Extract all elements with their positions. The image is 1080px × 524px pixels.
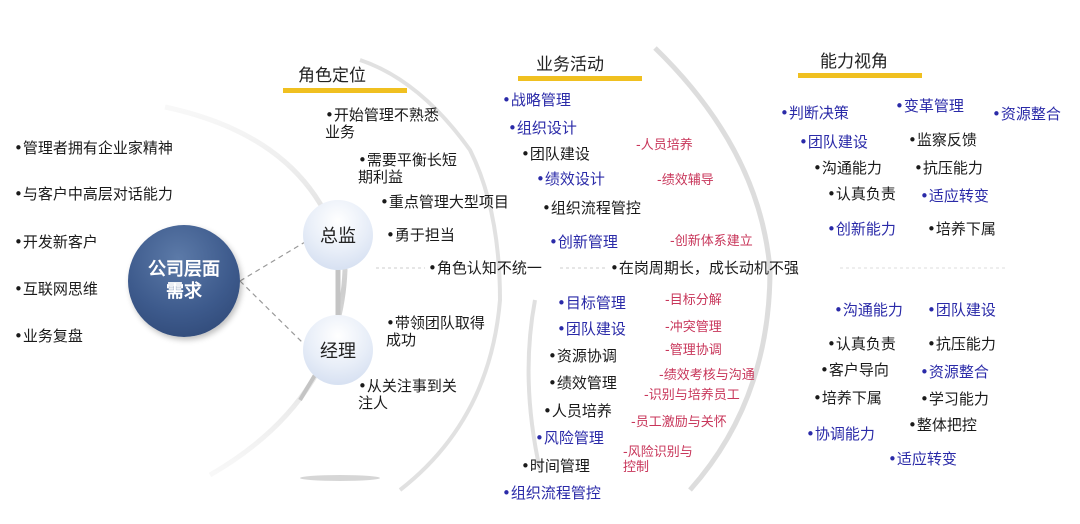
role-manager-item: •从关注事到关注人: [358, 377, 457, 412]
capability-director-item: •创新能力: [827, 220, 896, 238]
heading-underline: [283, 88, 407, 93]
company-need-item: •开发新客户: [14, 233, 98, 251]
activity-director-sub: -人员培养: [636, 138, 693, 153]
activity-director-item: •创新管理: [549, 233, 618, 251]
capability-manager-item: •协调能力: [806, 425, 875, 443]
activity-director-item: •组织流程管控: [542, 199, 641, 217]
capability-director-item: •培养下属: [927, 220, 996, 238]
capability-director-item: •判断决策: [780, 104, 849, 122]
capability-director-item: •监察反馈: [908, 131, 977, 149]
activity-manager-item: •组织流程管控: [502, 484, 601, 502]
activity-manager-sub: -员工激励与关怀: [631, 415, 727, 430]
capability-manager-item: •适应转变: [888, 450, 957, 468]
heading-business-activities: 业务活动: [536, 55, 604, 75]
role-director-item: •开始管理不熟悉业务: [325, 106, 439, 141]
capability-manager-item: •认真负责: [827, 335, 896, 353]
node-manager-label: 经理: [320, 341, 356, 362]
activity-manager-item: •资源协调: [548, 347, 617, 365]
activity-manager-item: •人员培养: [543, 402, 612, 420]
node-director: 总监: [303, 200, 373, 270]
capability-director-item: •抗压能力: [914, 159, 983, 177]
company-need-item: •管理者拥有企业家精神: [14, 139, 173, 157]
capability-manager-item: •学习能力: [920, 390, 989, 408]
activity-manager-item: •团队建设: [557, 320, 626, 338]
capability-manager-item: •抗压能力: [927, 335, 996, 353]
activity-director-item: •团队建设: [521, 145, 590, 163]
heading-underline: [798, 73, 922, 78]
issue-tenure: •在岗周期长，成长动机不强: [610, 259, 799, 277]
activity-manager-sub: -管理协调: [665, 343, 722, 358]
capability-director-item: •变革管理: [895, 97, 964, 115]
center-node-label: 公司层面需求: [148, 259, 220, 302]
capability-director-item: •认真负责: [827, 185, 896, 203]
capability-manager-item: •团队建设: [927, 301, 996, 319]
capability-manager-item: •沟通能力: [834, 301, 903, 319]
capability-manager-item: •客户导向: [820, 361, 889, 379]
activity-director-sub: -创新体系建立: [670, 234, 753, 249]
company-need-item: •互联网思维: [14, 280, 98, 298]
issue-role-cognition: •角色认知不统一: [428, 259, 542, 277]
capability-manager-item: •资源整合: [920, 363, 989, 381]
activity-manager-sub: -目标分解: [665, 293, 722, 308]
activity-manager-item: •时间管理: [521, 457, 590, 475]
company-need-item: •与客户中高层对话能力: [14, 185, 173, 203]
activity-manager-item: •风险管理: [535, 429, 604, 447]
activity-manager-item: •目标管理: [557, 294, 626, 312]
capability-director-item: •适应转变: [920, 187, 989, 205]
role-director-item: •需要平衡长短期利益: [358, 151, 457, 186]
heading-capability-view: 能力视角: [820, 52, 888, 72]
capability-director-item: •团队建设: [799, 133, 868, 151]
activity-director-sub: -绩效辅导: [657, 173, 714, 188]
activity-director-item: •战略管理: [502, 91, 571, 109]
capability-director-item: •资源整合: [992, 105, 1061, 123]
activity-director-item: •组织设计: [508, 119, 577, 137]
center-node-company-needs: 公司层面需求: [128, 225, 240, 337]
company-need-item: •业务复盘: [14, 327, 83, 345]
heading-role-positioning: 角色定位: [298, 66, 366, 86]
activity-manager-sub: -风险识别与控制: [623, 445, 693, 475]
activity-manager-item: •绩效管理: [548, 374, 617, 392]
activity-manager-sub: -识别与培养员工: [644, 388, 740, 403]
role-director-item: •重点管理大型项目: [380, 193, 509, 211]
capability-director-item: •沟通能力: [813, 159, 882, 177]
capability-manager-item: •培养下属: [813, 389, 882, 407]
node-director-label: 总监: [320, 226, 356, 247]
heading-underline: [518, 76, 642, 81]
activity-director-item: •绩效设计: [536, 170, 605, 188]
activity-manager-sub: -冲突管理: [665, 320, 722, 335]
role-manager-item: •带领团队取得成功: [386, 314, 485, 349]
activity-manager-sub: -绩效考核与沟通: [659, 368, 755, 383]
role-director-item: •勇于担当: [386, 226, 455, 244]
node-manager: 经理: [303, 315, 373, 385]
capability-manager-item: •整体把控: [908, 416, 977, 434]
